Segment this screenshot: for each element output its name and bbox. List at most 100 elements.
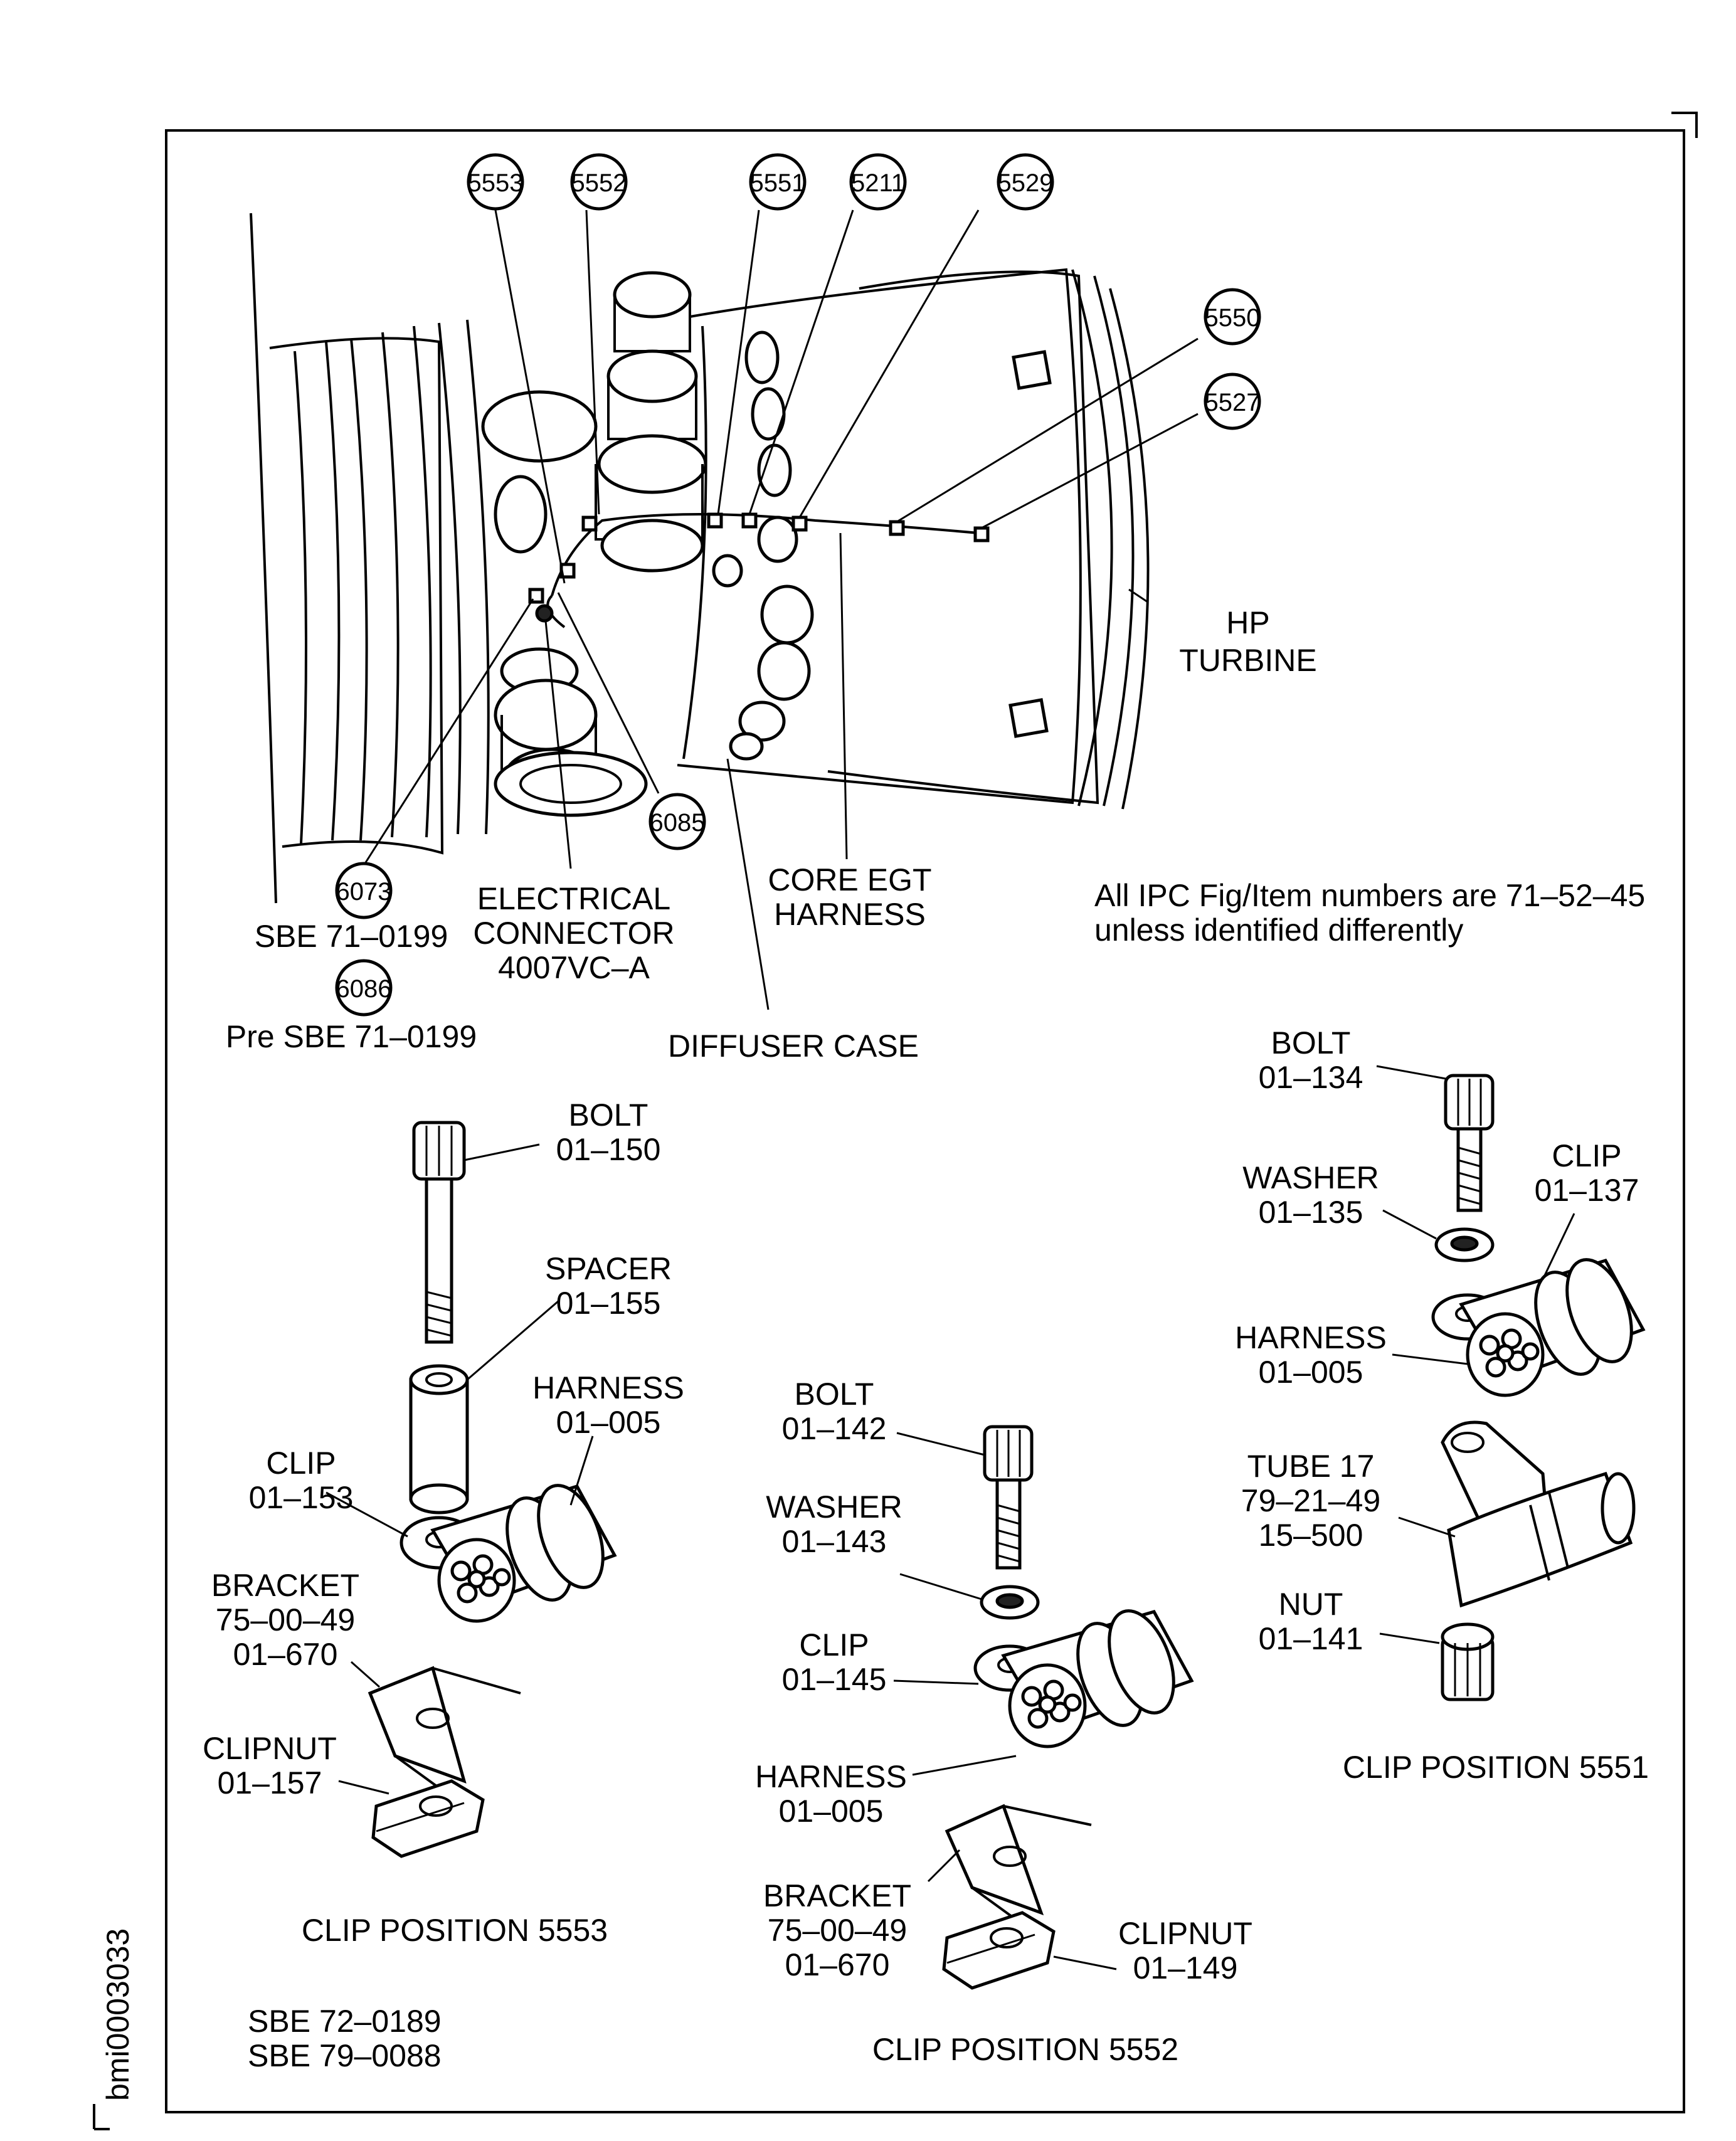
ipc-note-line-2: unless identified differently (1094, 912, 1463, 948)
bracket-label-2: 75–00–49 (216, 1602, 355, 1637)
svg-text:6086: 6086 (336, 975, 392, 1003)
harness-label-2: 01–005 (779, 1794, 884, 1829)
washer-01-143 (980, 1585, 1040, 1620)
clip-label-2: 01–145 (782, 1662, 887, 1697)
clipnut-label-2: 01–157 (218, 1765, 322, 1800)
bolt-label-2: 01–150 (556, 1132, 661, 1167)
hp-turbine-label-1: HP (1226, 605, 1269, 640)
sbe-note-2: SBE 79–0088 (248, 2038, 442, 2073)
svg-text:6073: 6073 (336, 878, 392, 906)
bolt-label-1: BOLT (569, 1097, 648, 1133)
callout-5211: 5211 (849, 153, 907, 211)
sbe-note-1: SBE 72–0189 (248, 2004, 442, 2039)
callout-6073: 6073 (335, 862, 393, 919)
clipnut-01-157 (371, 1779, 485, 1858)
bolt-01-134 (1444, 1074, 1495, 1212)
bracket-01-670-b (945, 1804, 1092, 1939)
callout-bubbles: 5553 5552 5551 5211 5529 5550 5527 6085 … (335, 153, 1261, 1017)
clip-5551-labels: BOLT 01–134 WASHER 01–135 CLIP 01–137 HA… (1235, 1025, 1649, 1785)
clip-5553-assembly (326, 1121, 617, 1858)
connector-label-1: ELECTRICAL (477, 881, 670, 916)
spacer-label-2: 01–155 (556, 1286, 661, 1321)
bolt-label-1: BOLT (795, 1377, 874, 1412)
washer-label-2: 01–143 (782, 1524, 887, 1559)
svg-text:5527: 5527 (1205, 389, 1261, 416)
washer-label-1: WASHER (1242, 1160, 1379, 1195)
nut-label-2: 01–141 (1259, 1621, 1363, 1656)
washer-01-135 (1434, 1227, 1495, 1262)
svg-text:5529: 5529 (998, 169, 1054, 197)
clip-label-2: 01–153 (249, 1480, 354, 1515)
clip-label-2: 01–137 (1535, 1173, 1639, 1208)
callout-5553: 5553 (467, 153, 524, 211)
bracket-01-670 (368, 1666, 521, 1807)
nut-label-1: NUT (1279, 1587, 1343, 1622)
tube-label-2: 79–21–49 (1241, 1483, 1380, 1518)
clip-position-5552-title: CLIP POSITION 5552 (872, 2032, 1178, 2067)
clip-01-145 (973, 1609, 1194, 1748)
clip-position-5551-title: CLIP POSITION 5551 (1343, 1750, 1649, 1785)
harness-label-2: 01–005 (1259, 1355, 1363, 1390)
svg-text:5553: 5553 (468, 169, 524, 197)
clipnut-label-1: CLIPNUT (1118, 1916, 1252, 1951)
figure-id-text: bmi0003033 (100, 1928, 135, 2101)
bracket-label-3: 01–670 (233, 1637, 338, 1672)
engine-illustration (250, 213, 1150, 904)
callout-6086: 6086 (335, 959, 393, 1017)
clip-position-5553-title: CLIP POSITION 5553 (302, 1913, 608, 1948)
tube-label-3: 15–500 (1259, 1518, 1363, 1553)
clipnut-label-1: CLIPNUT (203, 1731, 337, 1766)
clipnut-01-149 (942, 1911, 1056, 1990)
clip-5553-labels: BOLT 01–150 SPACER 01–155 HARNESS 01–005… (203, 1097, 684, 1948)
sbe-0199-label: SBE 71–0199 (255, 919, 448, 954)
hp-turbine-label-2: TURBINE (1179, 643, 1316, 678)
svg-text:5551: 5551 (750, 169, 806, 197)
spacer-01-155 (409, 1364, 469, 1515)
svg-text:5211: 5211 (851, 169, 905, 197)
harness-label-1: HARNESS (532, 1370, 684, 1405)
callout-6085: 6085 (648, 793, 706, 850)
bolt-01-142 (983, 1425, 1034, 1570)
core-egt-label-2: HARNESS (774, 897, 926, 932)
clipnut-label-2: 01–149 (1133, 1950, 1238, 1985)
svg-text:5550: 5550 (1205, 304, 1261, 332)
figure-id: bmi0003033 (93, 1928, 135, 2130)
callout-leaders (363, 209, 1199, 1010)
clip-label-1: CLIP (1552, 1138, 1621, 1173)
clip-01-153 (400, 1484, 617, 1623)
connector-label-3: 4007VC–A (498, 950, 650, 985)
harness-label-2: 01–005 (556, 1405, 661, 1440)
clip-5552-labels: BOLT 01–142 WASHER 01–143 CLIP 01–145 HA… (755, 1377, 1252, 2067)
svg-text:5552: 5552 (571, 169, 627, 197)
callout-5551: 5551 (749, 153, 807, 211)
ipc-note-line-1: All IPC Fig/Item numbers are 71–52–45 (1094, 878, 1645, 913)
washer-label-1: WASHER (766, 1489, 902, 1525)
bolt-01-150 (412, 1121, 466, 1344)
clip-label-1: CLIP (799, 1627, 869, 1663)
clip-5551-assembly (1376, 1065, 1646, 1701)
callout-5552: 5552 (570, 153, 628, 211)
figure-frame (165, 112, 1698, 2113)
engine-labels: HP TURBINE CORE EGT HARNESS ELECTRICAL C… (226, 605, 1645, 1064)
sbe-notes: SBE 72–0189 SBE 79–0088 (248, 2004, 442, 2073)
tube-17-clamp (1441, 1420, 1636, 1608)
callout-5529: 5529 (997, 153, 1054, 211)
harness-label-1: HARNESS (1235, 1320, 1387, 1355)
core-egt-label-1: CORE EGT (768, 862, 931, 897)
diffuser-case-label: DIFFUSER CASE (668, 1028, 919, 1064)
callout-5550: 5550 (1204, 288, 1261, 346)
bolt-label-1: BOLT (1271, 1025, 1351, 1060)
bolt-label-2: 01–134 (1259, 1060, 1363, 1095)
clip-5552-assembly (893, 1425, 1194, 1990)
tube-label-1: TUBE 17 (1247, 1449, 1375, 1484)
pre-sbe-0199-label: Pre SBE 71–0199 (226, 1019, 477, 1054)
callout-5527: 5527 (1204, 373, 1261, 430)
nut-01-141 (1441, 1622, 1495, 1701)
harness-label-1: HARNESS (755, 1759, 907, 1794)
svg-text:6085: 6085 (650, 809, 706, 837)
spacer-label-1: SPACER (545, 1251, 672, 1286)
clip-01-137 (1431, 1258, 1646, 1397)
bracket-label-1: BRACKET (211, 1568, 359, 1603)
